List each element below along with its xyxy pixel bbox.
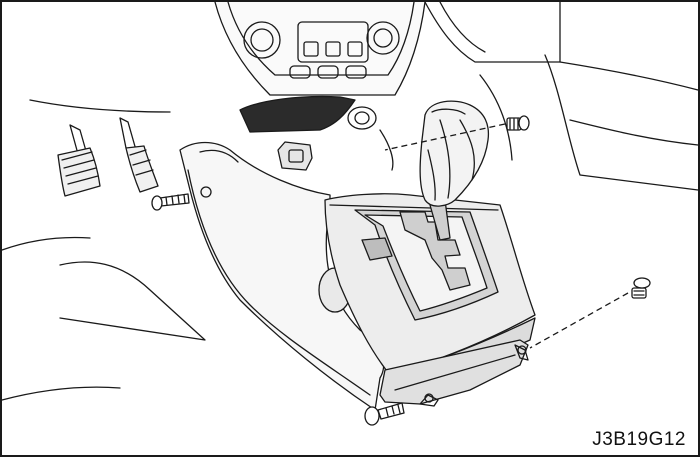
figure-code: J3B19G12	[592, 429, 686, 450]
steering-column	[240, 97, 376, 132]
alignment-lines	[385, 124, 628, 348]
shifter-mount-bracket	[278, 130, 393, 170]
console-lower-bracket	[380, 340, 528, 406]
door-panel	[480, 55, 698, 190]
screw-left	[152, 187, 211, 210]
pedal-assembly	[30, 100, 170, 196]
dashed-line-right	[530, 293, 628, 348]
dashed-line-upper	[385, 124, 505, 150]
floor-mat	[2, 238, 205, 401]
screw-right	[518, 278, 650, 354]
gear-shift-knob	[420, 101, 488, 240]
dashboard-console	[215, 2, 560, 95]
center-console	[180, 143, 535, 411]
screw-lower	[365, 403, 404, 425]
screw-upper-right	[507, 116, 529, 130]
